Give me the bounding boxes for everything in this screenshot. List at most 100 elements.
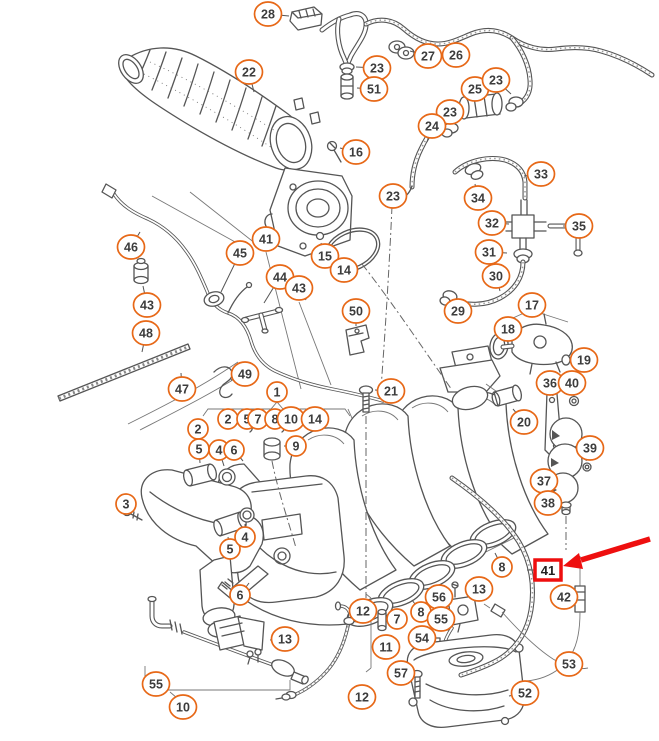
callout-45[interactable]: 45 [220,240,255,293]
callout-4[interactable]: 4 [208,439,230,467]
callout-23[interactable]: 23 [481,67,512,95]
callout-7[interactable]: 7 [386,608,408,630]
svg-text:57: 57 [394,666,408,680]
callout-41[interactable]: 41 [251,226,281,252]
callout-23[interactable]: 23 [435,99,465,125]
svg-text:9: 9 [293,439,300,453]
svg-text:23: 23 [443,105,457,119]
callout-40[interactable]: 40 [557,370,587,397]
vent-hose-loop [319,11,369,100]
callout-55[interactable]: 55 [426,606,456,632]
svg-text:50: 50 [349,304,363,318]
callout-28[interactable]: 28 [253,1,290,27]
callout-13[interactable]: 13 [464,576,494,602]
callout-34[interactable]: 34 [463,183,493,211]
callout-48[interactable]: 48 [131,320,161,353]
callout-54[interactable]: 54 [407,625,437,651]
callout-12[interactable]: 12 [348,598,378,624]
callout-27[interactable]: 27 [409,43,443,69]
svg-text:48: 48 [139,326,153,340]
svg-text:29: 29 [451,304,465,318]
callout-15[interactable]: 15 [310,242,340,269]
callout-50[interactable]: 50 [341,298,371,326]
hose-41-highlighted-part [449,475,535,678]
callout-8[interactable]: 8 [491,552,513,578]
callout-51[interactable]: 51 [356,76,389,102]
callout-11[interactable]: 11 [371,634,401,660]
highlight-part-number: 41 [541,563,555,578]
svg-text:30: 30 [489,269,503,283]
svg-text:38: 38 [541,496,555,510]
callout-30[interactable]: 30 [481,263,511,292]
axis-lines [361,205,567,598]
callout-55[interactable]: 55 [141,671,171,697]
svg-text:2: 2 [195,422,202,436]
svg-text:52: 52 [518,686,532,700]
callout-5[interactable]: 5 [188,438,210,464]
svg-text:43: 43 [292,281,306,295]
svg-text:5: 5 [244,412,251,426]
callout-20[interactable]: 20 [509,408,539,435]
callout-26[interactable]: 26 [441,42,471,68]
svg-text:18: 18 [501,322,515,336]
svg-text:10: 10 [284,412,298,426]
callout-38[interactable]: 38 [533,490,563,516]
callout-23[interactable]: 23 [378,183,408,209]
callout-46[interactable]: 46 [116,231,146,260]
callout-4[interactable]: 4 [234,524,256,548]
callout-6[interactable]: 6 [229,582,251,606]
svg-text:55: 55 [149,677,163,691]
callout-33[interactable]: 33 [523,161,556,187]
callout-10[interactable]: 10 [276,406,306,432]
callout-35[interactable]: 35 [563,213,594,239]
callout-57[interactable]: 57 [386,660,416,686]
callout-14[interactable]: 14 [329,257,359,283]
callout-43[interactable]: 43 [132,285,162,318]
callout-18[interactable]: 18 [493,316,523,342]
callout-22[interactable]: 22 [234,59,264,93]
callout-14[interactable]: 14 [300,406,330,432]
highlight-arrow-head [563,553,583,569]
callout-17[interactable]: 17 [517,292,547,318]
callout-32[interactable]: 32 [477,210,510,236]
callout-39[interactable]: 39 [575,435,605,462]
svg-text:23: 23 [370,61,384,75]
callout-52[interactable]: 52 [508,680,540,706]
callout-29[interactable]: 29 [443,298,473,324]
callout-6[interactable]: 6 [223,439,245,462]
svg-text:25: 25 [468,82,482,96]
callout-49[interactable]: 49 [230,361,260,387]
callout-43[interactable]: 43 [284,275,314,301]
callout-21[interactable]: 21 [374,378,406,404]
callout-1[interactable]: 1 [266,381,288,403]
callout-12[interactable]: 12 [347,684,377,710]
callout-9[interactable]: 9 [284,435,307,457]
callout-19[interactable]: 19 [569,347,599,373]
callout-10[interactable]: 10 [168,694,198,720]
callout-56[interactable]: 56 [424,584,454,610]
callout-16[interactable]: 16 [339,139,371,165]
callout-53[interactable]: 53 [554,651,584,677]
svg-text:13: 13 [278,632,292,646]
highlight-box[interactable] [533,558,563,582]
callout-42[interactable]: 42 [549,584,579,610]
callout-13[interactable]: 13 [269,626,300,652]
callout-47[interactable]: 47 [167,372,197,402]
callout-5[interactable]: 5 [219,536,241,560]
highlight-arrow-shaft [580,536,651,563]
callout-3[interactable]: 3 [115,493,137,515]
callout-23[interactable]: 23 [355,55,392,81]
callout-8[interactable]: 8 [410,599,432,623]
callout-2[interactable]: 2 [217,408,239,430]
svg-text:43: 43 [140,298,154,312]
svg-text:28: 28 [261,7,275,21]
dipstick-and-solenoid [144,595,309,699]
callout-31[interactable]: 31 [474,239,508,265]
svg-text:13: 13 [472,582,486,596]
callout-24[interactable]: 24 [417,113,447,143]
t-fitting-and-hose-30 [439,199,583,307]
svg-text:1: 1 [274,385,281,399]
svg-text:55: 55 [434,612,448,626]
callout-37[interactable]: 37 [529,468,559,494]
